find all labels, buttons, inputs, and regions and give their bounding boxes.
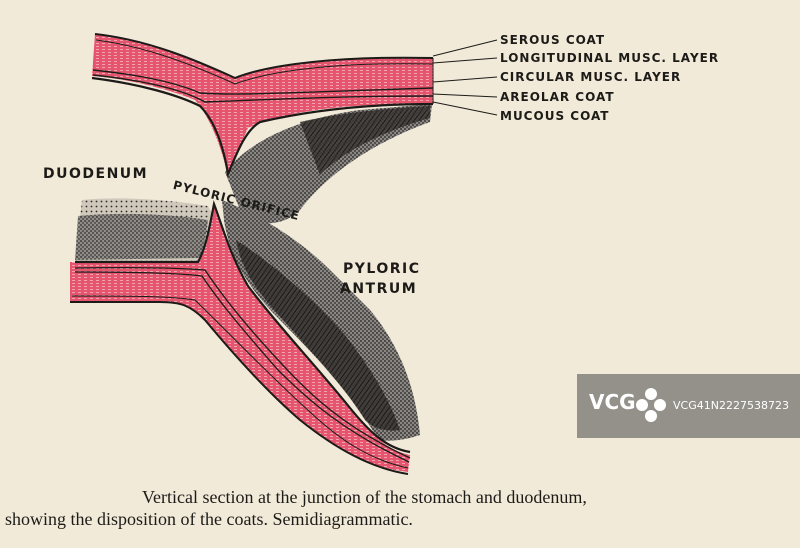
leader-serous (432, 39, 498, 57)
label-mucous-coat: MUCOUS COAT (500, 109, 610, 123)
caption-line-2: showing the disposition of the coats. Se… (5, 509, 413, 529)
leader-areolar (432, 93, 498, 98)
upper-areolar-line (92, 74, 434, 103)
label-duodenum: DUODENUM (43, 166, 149, 182)
lower-areolar-line (74, 266, 411, 459)
label-pyloric: PYLORIC (343, 261, 421, 277)
label-antrum: ANTRUM (340, 281, 418, 297)
upper-wall-muscle (92, 34, 433, 176)
upper-mucosa-dark (300, 106, 430, 175)
upper-circular-line (92, 69, 434, 95)
upper-mucous-line (91, 76, 434, 178)
lower-stomach-mucosa-dark (236, 240, 400, 431)
watermark-flower-icon (636, 388, 666, 422)
lower-serous-line (70, 301, 409, 475)
watermark: VCG VCG41N2227538723 (577, 374, 800, 438)
watermark-id: VCG41N2227538723 (673, 399, 789, 412)
upper-longitudinal-line (95, 39, 434, 85)
label-serous-coat: SEROUS COAT (500, 33, 606, 47)
lower-duodenal-mucosa-dark (75, 213, 208, 260)
label-circular-layer: CIRCULAR MUSC. LAYER (500, 70, 682, 84)
caption-line-1: Vertical section at the junction of the … (142, 487, 587, 507)
label-areolar-coat: AREOLAR COAT (500, 90, 615, 104)
label-longitudinal-layer: LONGITUDINAL MUSC. LAYER (500, 51, 720, 65)
lower-longitudinal-line (71, 295, 409, 469)
watermark-logo: VCG (589, 390, 636, 414)
lower-circular-line (74, 271, 410, 463)
lower-mucous-line (75, 199, 411, 454)
leader-longitudinal (432, 57, 498, 64)
leader-mucous (432, 101, 498, 116)
figure-caption: Vertical section at the junction of the … (0, 486, 800, 530)
upper-serous-line (94, 33, 434, 80)
leader-circular (432, 76, 498, 83)
